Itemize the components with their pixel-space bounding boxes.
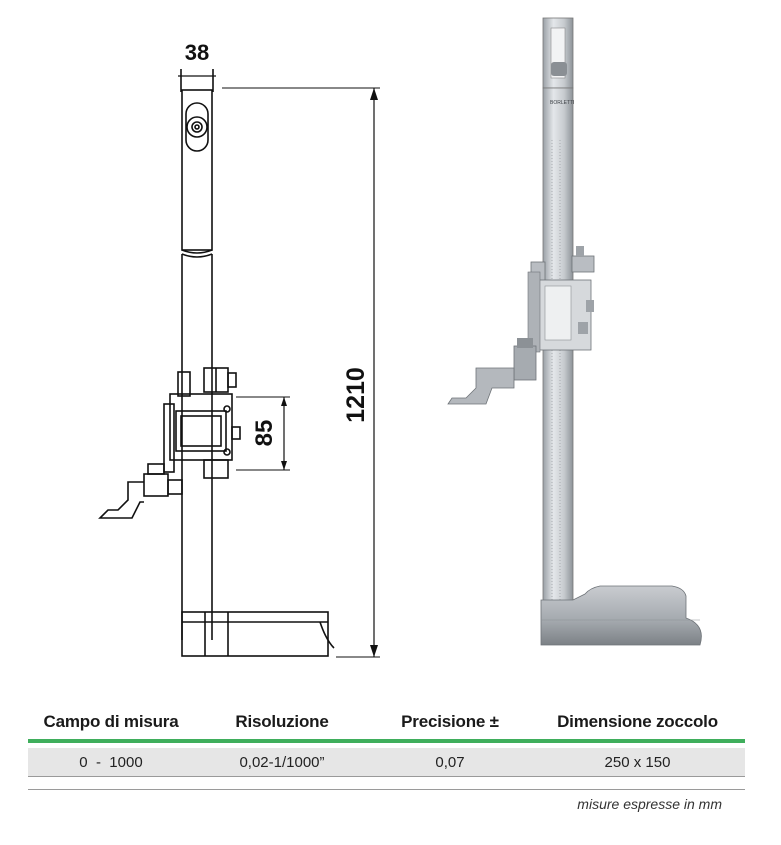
cell-resolution: 0,02-1/1000”: [239, 753, 325, 771]
header-resolution: Risoluzione: [235, 712, 329, 731]
cell-precision: 0,07: [435, 753, 465, 771]
cell-measuring-range: 0 - 1000: [79, 753, 143, 771]
table-row: 0 - 1000 0,02-1/1000” 0,07 250 x 150: [28, 748, 745, 777]
table-bottom-rule: [28, 789, 745, 790]
units-note: misure espresse in mm: [577, 796, 722, 812]
product-photo: BORLETTI: [447, 17, 702, 646]
spec-table-header: Campo di misura Risoluzione Precisione ±…: [28, 705, 745, 743]
cell-base-size: 250 x 150: [604, 753, 671, 771]
header-measuring-range: Campo di misura: [43, 712, 179, 731]
header-base-size: Dimensione zoccolo: [557, 712, 718, 731]
brand-mark: BORLETTI: [550, 100, 574, 106]
slider-dimension-label: 85: [251, 420, 278, 447]
spec-table: Campo di misura Risoluzione Precisione ±…: [28, 705, 745, 777]
header-precision: Precisione ±: [401, 712, 499, 731]
width-dimension-label: 38: [185, 40, 209, 65]
height-dimension-label: 1210: [342, 367, 370, 423]
technical-drawing: 38 1210 85: [98, 40, 380, 658]
